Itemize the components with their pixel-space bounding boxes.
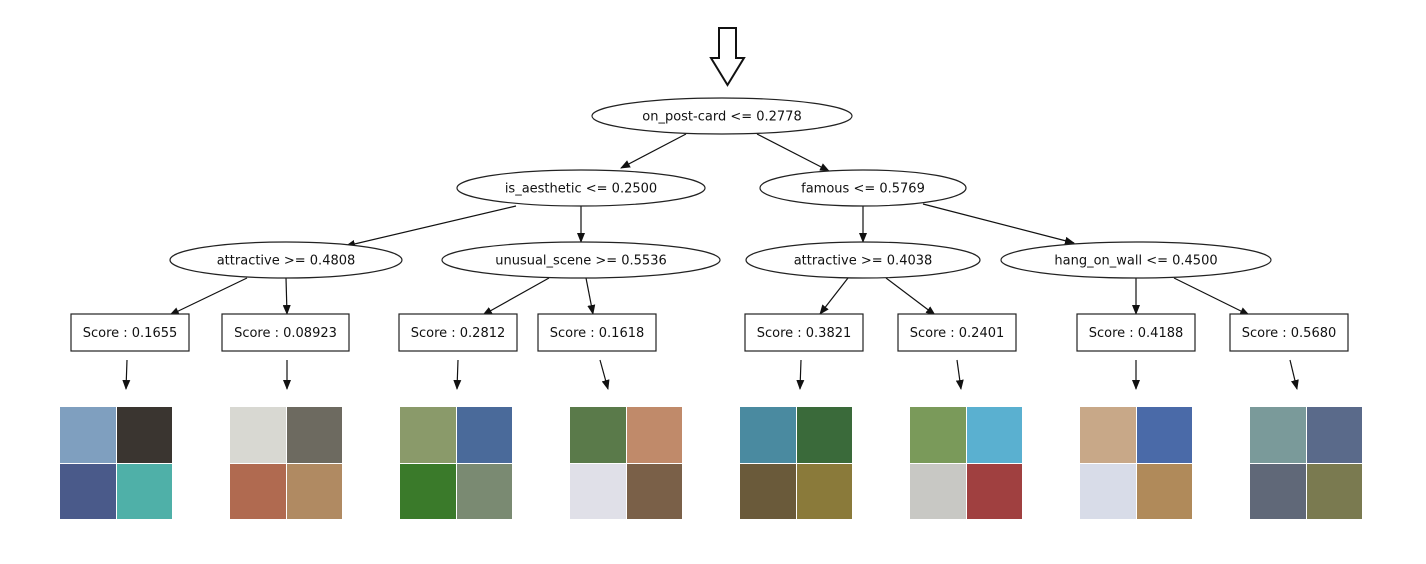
thumbnail-grid (400, 407, 512, 519)
thumbnail-image (796, 407, 852, 463)
thumbnail-image (116, 407, 172, 463)
thumbnail-grid (570, 407, 682, 519)
edge-leaf-7-thumbs (1289, 359, 1299, 390)
thumbnail-image (60, 463, 116, 519)
thumbnail-image (740, 463, 796, 519)
leaf-score-label: Score : 0.08923 (234, 326, 337, 341)
thumbnail-image (626, 463, 682, 519)
thumbnail-image (60, 407, 116, 463)
thumbnail-image (1306, 407, 1362, 463)
thumbnail-image (230, 463, 286, 519)
thumbnail-image (570, 407, 626, 463)
leaf-node: Score : 0.1655 (70, 313, 190, 352)
thumbnail-image (1136, 463, 1192, 519)
leaf-node: Score : 0.1618 (537, 313, 657, 352)
leaf-score-label: Score : 0.5680 (1242, 326, 1337, 341)
thumbnail-grid (60, 407, 172, 519)
leaf-score-label: Score : 0.3821 (757, 326, 852, 341)
thumbnail-image (966, 407, 1022, 463)
leaf-node: Score : 0.2401 (897, 313, 1017, 352)
thumbnail-image (1250, 407, 1306, 463)
tree-edges (122, 133, 1299, 390)
split-node-label: unusual_scene >= 0.5536 (495, 254, 667, 269)
edge-l2-2-leaf-4 (819, 277, 849, 315)
thumbnail-image (116, 463, 172, 519)
thumbnail-image (740, 407, 796, 463)
thumbnail-image (966, 463, 1022, 519)
split-node-label: is_aesthetic <= 0.2500 (505, 182, 657, 197)
leaf-score-label: Score : 0.2401 (910, 326, 1005, 341)
thumbnail-image (1250, 463, 1306, 519)
edge-leaf-0-thumbs (122, 359, 131, 390)
edge-l1-0-l2-0 (345, 205, 517, 248)
thumbnail-image (230, 407, 286, 463)
split-node-label: famous <= 0.5769 (801, 182, 925, 197)
thumbnail-grid (1250, 407, 1362, 519)
edge-l2-3-leaf-7 (1173, 277, 1250, 316)
split-node-attractive-a: attractive >= 0.4808 (169, 241, 403, 279)
entry-arrow-icon (709, 27, 746, 87)
thumbnail-image (400, 407, 456, 463)
leaf-score-label: Score : 0.1655 (83, 326, 178, 341)
thumbnail-image (286, 463, 342, 519)
leaf-score-label: Score : 0.1618 (550, 326, 645, 341)
thumbnail-image (796, 463, 852, 519)
split-node-attractive-b: attractive >= 0.4038 (745, 241, 981, 279)
leaf-node: Score : 0.3821 (744, 313, 864, 352)
edge-leaf-5-thumbs (955, 359, 964, 390)
leaf-score-label: Score : 0.4188 (1089, 326, 1184, 341)
edge-leaf-4-thumbs (796, 359, 805, 390)
thumbnail-image (1080, 407, 1136, 463)
thumbnail-image (1080, 463, 1136, 519)
leaf-node: Score : 0.5680 (1229, 313, 1349, 352)
edge-root-l1-1 (756, 133, 830, 172)
thumbnail-image (286, 407, 342, 463)
edge-l2-1-leaf-2 (482, 277, 550, 316)
split-node-label: attractive >= 0.4038 (794, 254, 933, 269)
split-node-label: attractive >= 0.4808 (217, 254, 356, 269)
edge-l2-1-leaf-3 (585, 277, 596, 315)
thumbnail-image (570, 463, 626, 519)
leaf-node: Score : 0.2812 (398, 313, 518, 352)
split-node-is-aesthetic: is_aesthetic <= 0.2500 (456, 169, 706, 207)
thumbnail-grid (230, 407, 342, 519)
root-node-label: on_post-card <= 0.2778 (642, 110, 801, 125)
split-node-unusual-scene: unusual_scene >= 0.5536 (441, 241, 721, 279)
thumbnail-image (910, 463, 966, 519)
edge-l1-1-l2-3 (922, 203, 1075, 245)
leaf-node: Score : 0.4188 (1076, 313, 1196, 352)
thumbnail-grid (910, 407, 1022, 519)
edge-root-l1-0 (620, 133, 687, 169)
thumbnail-image (626, 407, 682, 463)
leaf-score-label: Score : 0.2812 (411, 326, 506, 341)
edge-leaf-3-thumbs (599, 359, 610, 390)
thumbnail-grid (740, 407, 852, 519)
edge-l2-0-leaf-1 (282, 277, 291, 315)
thumbnail-grid (1080, 407, 1192, 519)
thumbnail-image (1306, 463, 1362, 519)
thumbnail-image (456, 463, 512, 519)
root-node: on_post-card <= 0.2778 (591, 97, 853, 135)
edge-l2-2-leaf-5 (885, 277, 936, 316)
split-node-hang-on-wall: hang_on_wall <= 0.4500 (1000, 241, 1272, 279)
split-node-famous: famous <= 0.5769 (759, 169, 967, 207)
split-node-label: hang_on_wall <= 0.4500 (1054, 254, 1217, 269)
edge-leaf-2-thumbs (453, 359, 462, 390)
leaf-node: Score : 0.08923 (221, 313, 350, 352)
thumbnail-image (1136, 407, 1192, 463)
thumbnail-image (910, 407, 966, 463)
edge-l2-0-leaf-0 (169, 277, 248, 316)
thumbnail-image (456, 407, 512, 463)
thumbnail-image (400, 463, 456, 519)
